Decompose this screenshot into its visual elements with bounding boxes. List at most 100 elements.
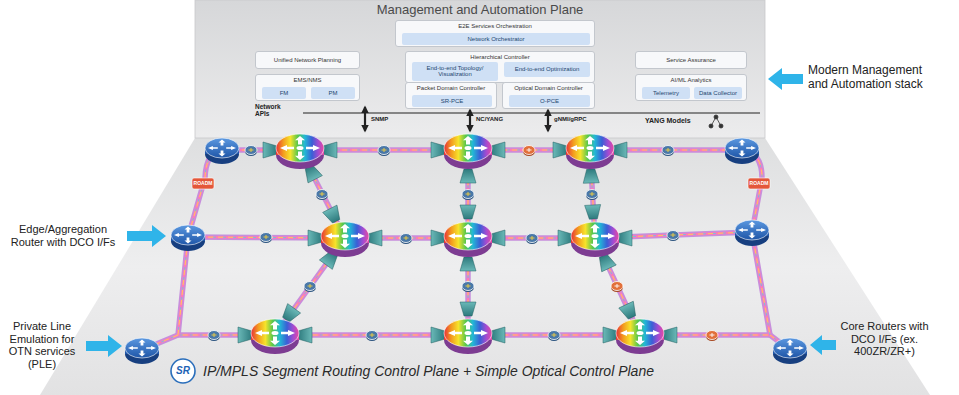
ila-node <box>366 331 378 342</box>
protocol-label: NC/YANG <box>476 116 516 123</box>
roadm-hub <box>444 134 492 169</box>
api-arrow <box>364 107 366 131</box>
amplifier <box>553 142 567 158</box>
logo-text: SR <box>171 365 195 377</box>
ila-node <box>706 331 718 342</box>
ila-node <box>523 146 535 157</box>
roadm-hub <box>566 134 614 169</box>
yang-icon <box>709 115 723 128</box>
router <box>773 338 807 364</box>
group-box: AI/ML AnalyticsTelemetry Data Collector <box>635 74 747 101</box>
ila-node <box>260 233 272 244</box>
roadm-hub <box>444 319 492 354</box>
module-box: Telemetry <box>642 87 690 99</box>
amplifier <box>491 327 505 343</box>
amplifier <box>603 327 617 343</box>
roadm-hub <box>321 222 369 257</box>
box-title: Packet Domain Controller <box>408 85 494 92</box>
amplifier <box>618 230 632 246</box>
module-box: FM <box>262 87 306 99</box>
management-wall <box>195 0 765 138</box>
amplifier <box>460 257 476 271</box>
box-text: SR-PCE <box>414 98 490 105</box>
callout-arrow <box>86 335 122 357</box>
router <box>725 138 759 164</box>
amplifiers <box>238 142 677 343</box>
box-text: PM <box>313 90 353 97</box>
amplifier <box>460 169 476 183</box>
box-text: O-PCE <box>511 98 588 105</box>
ila-node <box>611 282 623 293</box>
ila-node <box>548 331 560 342</box>
router <box>125 338 159 364</box>
module-box: PM <box>311 87 355 99</box>
device-label: ROADM <box>192 178 214 189</box>
process-box: Service Assurance <box>635 51 747 69</box>
model-label: YANG Models <box>645 117 705 125</box>
ila-node <box>526 234 538 245</box>
roadm-hubs <box>251 134 664 354</box>
api-label: Network APIs <box>255 103 289 118</box>
group-box: E2E Services OrchestrationNetwork Orches… <box>395 20 595 47</box>
callout-arrow <box>127 225 166 247</box>
amplifier <box>558 230 572 246</box>
group-box: EMS/NMS FM PM <box>255 74 360 101</box>
amplifier <box>308 230 322 246</box>
protocol-label: SNMP <box>371 116 411 123</box>
amplifier <box>431 327 445 343</box>
box-text: FM <box>264 90 304 97</box>
callout-text: Edge/Aggregation Router with DCO I/Fs <box>2 223 124 248</box>
amplifier <box>238 327 252 343</box>
device-label: ROADM <box>748 178 770 189</box>
module-box: SR-PCE <box>412 95 492 107</box>
box-text: Network Orchestrator <box>404 36 588 43</box>
box-title: E2E Services Orchestration <box>398 23 592 30</box>
amplifier <box>460 302 476 316</box>
box-title: Hierarchical Controller <box>408 54 592 61</box>
module-box: End-to-end Topology/ Visualization <box>412 62 498 81</box>
box-text: Telemetry <box>644 90 688 97</box>
api-arrow <box>469 110 471 131</box>
box-text: Service Assurance <box>638 57 744 64</box>
box-text: End-to-end Topology/ Visualization <box>414 65 496 79</box>
box-text: Data Collector <box>696 90 740 97</box>
process-box: Unified Network Planning <box>255 51 360 69</box>
api-bus <box>303 112 760 113</box>
ila-node <box>245 146 257 157</box>
ila-node <box>667 231 679 242</box>
router <box>171 225 205 251</box>
roadm-box <box>748 178 770 189</box>
inline-amplifiers <box>208 146 718 342</box>
roadm-hub <box>444 222 492 257</box>
roadm-hub <box>276 134 324 169</box>
amplifier <box>491 230 505 246</box>
ila-node <box>378 146 390 157</box>
ila-node <box>462 190 474 201</box>
ila-node <box>462 282 474 293</box>
amplifier <box>298 327 312 343</box>
box-title: EMS/NMS <box>258 77 357 84</box>
amplifier <box>663 327 677 343</box>
caption-text: IP/MPLS Segment Routing Control Plane + … <box>203 363 763 379</box>
module-box: Network Orchestrator <box>402 33 590 45</box>
module-box: Data Collector <box>694 87 742 99</box>
router <box>205 138 239 164</box>
amplifier <box>613 142 627 158</box>
ila-node <box>586 190 598 201</box>
callout-text: Private Line Emulation for OTN services … <box>2 320 82 371</box>
amplifier <box>323 142 337 158</box>
ila-node <box>316 190 328 201</box>
router <box>735 220 769 246</box>
ila-node <box>662 146 674 157</box>
group-box: Packet Domain ControllerSR-PCE <box>405 82 497 109</box>
floor-plane <box>40 138 930 395</box>
callout-text: Modern Management and Automation stack <box>808 64 930 92</box>
ila-node <box>304 282 316 293</box>
amplifier <box>583 169 599 184</box>
amplifier <box>491 142 505 158</box>
amplifier <box>585 205 602 220</box>
group-box: Hierarchical ControllerEnd-to-end Topolo… <box>405 51 595 83</box>
box-text: Unified Network Planning <box>258 57 357 64</box>
box-title: AI/ML Analytics <box>638 77 744 84</box>
